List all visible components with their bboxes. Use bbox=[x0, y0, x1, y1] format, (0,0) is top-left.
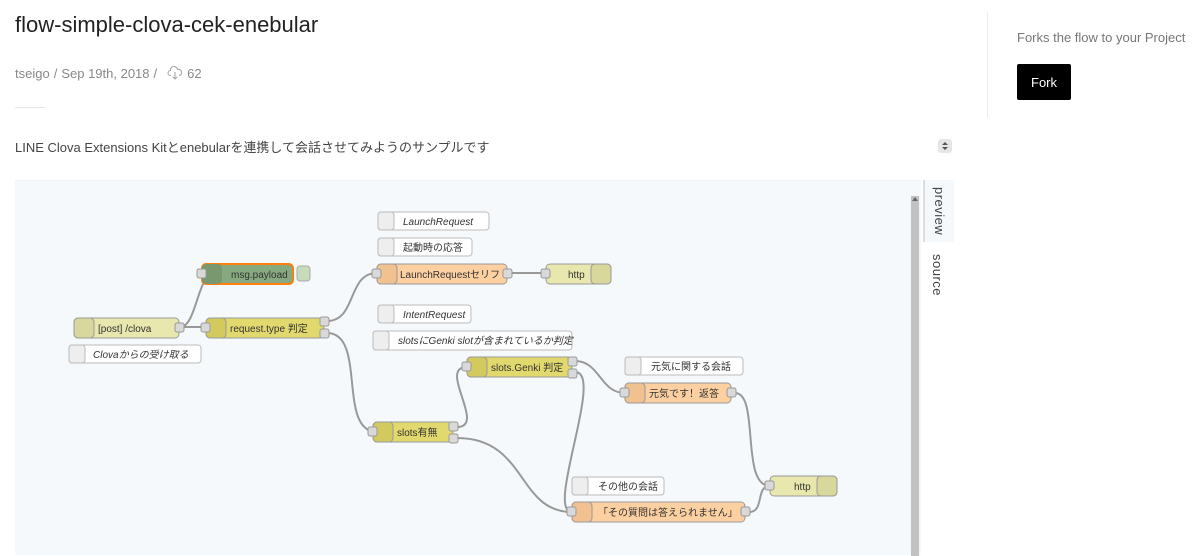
comment-node[interactable]: IntentRequest bbox=[377, 304, 472, 324]
author-link[interactable]: tseigo bbox=[15, 65, 50, 81]
tab-preview-label: preview bbox=[932, 186, 947, 236]
flow-node-change[interactable]: request.type 判定 bbox=[200, 316, 330, 339]
node-label: http bbox=[568, 270, 585, 281]
scrollbar-thumb[interactable] bbox=[911, 196, 919, 556]
comment-label: その他の会話 bbox=[598, 480, 658, 493]
comment-node[interactable]: LaunchRequest bbox=[377, 211, 490, 231]
input-port[interactable] bbox=[619, 387, 630, 398]
flow-node-switch[interactable]: slots有無 bbox=[367, 421, 459, 444]
comment-label: 元気に関する会話 bbox=[651, 360, 731, 373]
comment-node[interactable]: Clovaからの受け取る bbox=[68, 344, 202, 364]
comment-label: IntentRequest bbox=[403, 310, 466, 321]
wire bbox=[456, 366, 468, 428]
publish-date: Sep 19th, 2018 bbox=[61, 65, 150, 81]
fork-label: Forks the flow to your Project bbox=[1017, 30, 1186, 45]
node-label: LaunchRequestセリフ bbox=[400, 269, 500, 281]
cloud-download-icon bbox=[167, 66, 183, 80]
comment-node[interactable]: 元気に関する会話 bbox=[624, 356, 744, 376]
wire bbox=[734, 392, 771, 487]
updown-arrows-icon[interactable] bbox=[938, 139, 952, 153]
flow-node-template[interactable]: 「その質問は答えられません」 bbox=[566, 501, 751, 523]
input-port[interactable] bbox=[764, 480, 775, 491]
comment-node[interactable]: slotsにGenki slotが含まれているか判定 bbox=[372, 330, 575, 351]
node-label: http bbox=[794, 482, 811, 493]
meta-separator: / bbox=[153, 65, 158, 81]
debug-toggle-button[interactable] bbox=[296, 265, 311, 282]
flow-node-http-response[interactable]: http bbox=[764, 475, 838, 497]
node-label: 元気です！返答 bbox=[649, 387, 719, 400]
output-port[interactable] bbox=[567, 368, 578, 379]
output-port[interactable] bbox=[448, 433, 459, 444]
node-label: slots.Genki 判定 bbox=[491, 361, 563, 374]
comment-label: slotsにGenki slotが含まれているか判定 bbox=[398, 335, 575, 347]
wire bbox=[456, 437, 573, 513]
output-port[interactable] bbox=[174, 322, 185, 333]
comment-label: 起動時の応答 bbox=[403, 241, 463, 254]
output-port[interactable] bbox=[319, 328, 330, 339]
comment-node[interactable]: 起動時の応答 bbox=[377, 237, 473, 257]
scroll-up-icon[interactable] bbox=[912, 197, 918, 201]
comment-label: Clovaからの受け取る bbox=[93, 349, 189, 361]
node-label: 「その質問は答えられません」 bbox=[598, 506, 738, 519]
tab-source[interactable]: source bbox=[923, 244, 952, 306]
flow-node-http-response[interactable]: http bbox=[540, 263, 612, 285]
flow-node-http-in[interactable]: [post] /clova bbox=[73, 317, 185, 339]
wire bbox=[326, 332, 378, 433]
page-title: flow-simple-clova-cek-enebular bbox=[15, 12, 319, 37]
node-label: [post] /clova bbox=[98, 324, 152, 335]
tab-source-label: source bbox=[930, 253, 945, 297]
output-port[interactable] bbox=[319, 316, 330, 327]
flow-node-switch[interactable]: slots.Genki 判定 bbox=[461, 356, 578, 379]
flow-node-template[interactable]: 元気です！返答 bbox=[619, 382, 737, 404]
output-port[interactable] bbox=[726, 387, 737, 398]
flow-canvas[interactable]: Clovaからの受け取る LaunchRequest 起動時の応答 Intent… bbox=[15, 180, 921, 556]
flow-node-template[interactable]: LaunchRequestセリフ bbox=[371, 263, 513, 285]
node-label: slots有無 bbox=[397, 426, 438, 439]
input-port[interactable] bbox=[461, 361, 472, 372]
fork-button[interactable]: Fork bbox=[1017, 64, 1071, 100]
wire bbox=[574, 360, 626, 394]
flow-node-debug[interactable]: msg.payload bbox=[196, 263, 311, 285]
input-port[interactable] bbox=[196, 268, 207, 279]
output-port[interactable] bbox=[448, 421, 459, 432]
flow-meta: tseigo / Sep 19th, 2018 / 62 bbox=[15, 64, 202, 82]
input-port[interactable] bbox=[371, 268, 382, 279]
tab-preview[interactable]: preview bbox=[923, 180, 954, 242]
output-port[interactable] bbox=[567, 356, 578, 367]
input-port[interactable] bbox=[540, 268, 551, 279]
output-port[interactable] bbox=[740, 506, 751, 517]
sidebar-divider bbox=[987, 12, 988, 118]
updown-arrows-icon bbox=[942, 142, 948, 150]
flow-diagram: Clovaからの受け取る LaunchRequest 起動時の応答 Intent… bbox=[68, 211, 838, 523]
comment-node[interactable]: その他の会話 bbox=[571, 476, 665, 496]
comment-label: LaunchRequest bbox=[403, 217, 474, 228]
output-port[interactable] bbox=[502, 268, 513, 279]
flow-description: LINE Clova Extensions Kitとenebularを連携して会… bbox=[15, 140, 490, 155]
input-port[interactable] bbox=[367, 426, 378, 437]
wire bbox=[563, 371, 585, 513]
node-label: request.type 判定 bbox=[230, 322, 308, 335]
download-count: 62 bbox=[187, 65, 202, 81]
input-port[interactable] bbox=[566, 506, 577, 517]
input-port[interactable] bbox=[200, 322, 211, 333]
divider bbox=[15, 107, 45, 108]
meta-separator: / bbox=[53, 65, 58, 81]
wire bbox=[326, 272, 378, 322]
node-label: msg.payload bbox=[231, 270, 288, 281]
